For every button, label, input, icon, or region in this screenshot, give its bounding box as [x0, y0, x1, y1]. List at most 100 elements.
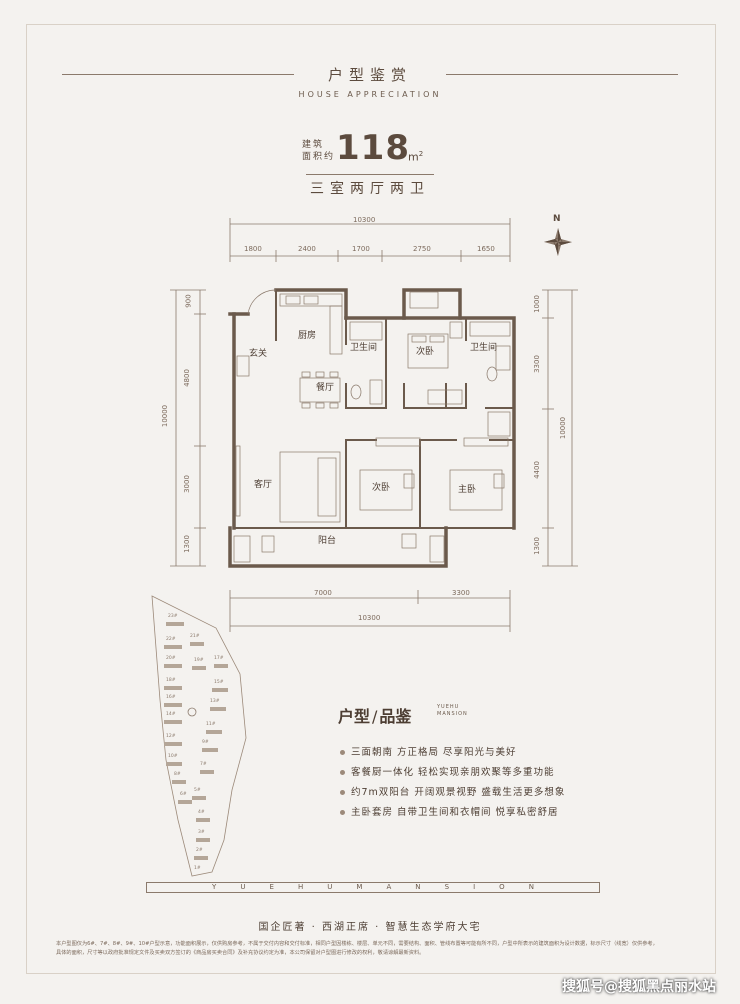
room-master: 主卧 — [458, 485, 477, 495]
disclaimer: 本户型图仅为6#、7#、8#、9#、10#户型示意，功能面积展示，仅供购房参考，… — [56, 940, 696, 958]
header-rule-right — [446, 74, 678, 75]
toilet-1 — [350, 384, 362, 400]
brand-title: 户型/品鉴 — [338, 703, 411, 727]
room-living: 客厅 — [254, 480, 273, 490]
siteplan-building-label: 23# — [168, 614, 178, 619]
kitchen-counter — [279, 293, 343, 307]
dim-top-4: 2750 — [413, 245, 431, 253]
siteplan-building-label: 12# — [166, 734, 176, 739]
bed-3 — [359, 469, 413, 511]
area-unit-text: m — [408, 150, 419, 164]
north-balcony-ac — [409, 291, 439, 309]
room-bathroom-1: 卫生间 — [350, 343, 378, 353]
dim-left-2: 4800 — [182, 369, 191, 387]
area-divider — [306, 174, 434, 175]
toilet-2 — [486, 366, 498, 382]
siteplan-building-label: 10# — [168, 754, 178, 759]
siteplan-building-label: 1# — [194, 866, 201, 871]
dim-bottom-1: 7000 — [314, 589, 332, 597]
watermark: 搜狐号@搜狐黑点丽水站 — [562, 979, 716, 995]
compass-icon — [544, 228, 572, 256]
feature-text: 主卧套房 自带卫生间和衣帽间 悦享私密舒居 — [351, 807, 559, 818]
siteplan-building-label: 4# — [198, 810, 205, 815]
dim-top-5: 1650 — [477, 245, 495, 253]
dining-table — [299, 377, 341, 403]
footer-banner-letter: U — [327, 883, 333, 891]
dim-top-2: 2400 — [298, 245, 316, 253]
feature-item: 三面朝南 方正格局 尽享阳光与美好 — [340, 744, 517, 758]
footer-banner-letter: I — [473, 883, 476, 891]
bed-master — [449, 469, 503, 511]
footer-banner-letter: N — [528, 883, 534, 891]
feature-item: 客餐厨一体化 轻松实现亲朋欢聚等多重功能 — [340, 764, 555, 778]
siteplan-center-icon — [187, 707, 197, 717]
brand-title-sep: / — [372, 707, 378, 726]
wardrobe-master — [487, 411, 511, 437]
siteplan-building-label: 7# — [200, 762, 207, 767]
feature-text: 约7m双阳台 开阔观景视野 盛载生活更多想象 — [351, 787, 566, 798]
siteplan-building-label: 5# — [194, 788, 201, 793]
wall-north-east — [344, 316, 516, 530]
siteplan-building-label: 19# — [194, 658, 204, 663]
siteplan-building-label: 2# — [196, 848, 203, 853]
page-title: 户型鉴赏 — [327, 66, 412, 84]
dim-bottom-total: 10300 — [358, 614, 381, 622]
wall-kitchen-top — [274, 288, 348, 320]
dim-right-4: 1300 — [532, 537, 541, 555]
dim-left-total: 10000 — [161, 404, 170, 428]
bed-2 — [407, 333, 449, 369]
kitchen-side-counter — [329, 305, 343, 355]
header-rule-left — [62, 74, 294, 75]
shoe-cabinet — [236, 355, 250, 377]
footer-banner-letter: E — [269, 883, 274, 891]
footer-banner-letter: O — [499, 883, 505, 891]
siteplan-building-label: 3# — [198, 830, 205, 835]
area-value: 118 — [336, 128, 410, 168]
dim-right-2: 3300 — [532, 355, 541, 373]
room-kitchen: 厨房 — [298, 331, 317, 341]
siteplan-building-label: 14# — [166, 712, 176, 717]
footer-banner — [146, 882, 600, 893]
page-frame — [26, 24, 716, 974]
siteplan-building-label: 20# — [166, 656, 176, 661]
area-unit-sup: 2 — [418, 150, 424, 158]
balcony-laundry — [233, 535, 251, 563]
footer-banner-letter: H — [297, 883, 304, 891]
page-subtitle: HOUSE APPRECIATION — [298, 90, 442, 99]
living-rug — [279, 451, 341, 523]
entry-door-swing — [247, 289, 277, 315]
footer-banner-letter: S — [444, 883, 450, 891]
footer-banner-letter: Y — [212, 883, 217, 891]
siteplan-building-label: 13# — [210, 699, 220, 704]
feature-text: 客餐厨一体化 轻松实现亲朋欢聚等多重功能 — [351, 767, 555, 778]
brand-title-a: 户型 — [338, 707, 371, 726]
room-bedroom-2: 次卧 — [416, 347, 435, 357]
siteplan-building-label: 21# — [190, 634, 200, 639]
bullet-icon — [340, 790, 345, 795]
brand-sub-line1: YUEHU — [437, 704, 460, 710]
siteplan-building-label: 9# — [202, 740, 209, 745]
slogan: 国企匠著 · 西湖正席 · 智慧生态学府大宅 — [258, 922, 482, 933]
compass-north-label: N — [553, 214, 561, 224]
wall-balcony-north — [402, 288, 462, 320]
layout-name: 三室两厅两卫 — [310, 181, 430, 197]
area-label-line1: 建筑 — [302, 140, 325, 150]
siteplan-outline — [151, 595, 247, 877]
footer-banner-letter: A — [386, 883, 392, 891]
siteplan-building-label: 18# — [166, 678, 176, 683]
tv-wall — [235, 445, 241, 517]
room-dining: 餐厅 — [316, 383, 335, 393]
disclaimer-line2: 具体的面积，尺寸等以政府批准规定文件及买卖双方签订的《商品房买卖合同》及补充协议… — [56, 950, 425, 956]
feature-item: 主卧套房 自带卫生间和衣帽间 悦享私密舒居 — [340, 804, 559, 818]
room-bedroom-3: 次卧 — [372, 483, 391, 493]
dim-right-3: 4400 — [532, 461, 541, 479]
siteplan-building-label: 17# — [214, 656, 224, 661]
brand-subtitle: YUEHU MANSION — [437, 704, 468, 718]
brand-sub-line2: MANSION — [437, 711, 468, 717]
dim-left-4: 1300 — [182, 535, 191, 553]
area-label: 建筑 面积约 — [302, 139, 344, 163]
feature-text: 三面朝南 方正格局 尽享阳光与美好 — [351, 747, 517, 758]
siteplan-building-label: 22# — [166, 637, 176, 642]
room-foyer: 玄关 — [249, 349, 268, 359]
